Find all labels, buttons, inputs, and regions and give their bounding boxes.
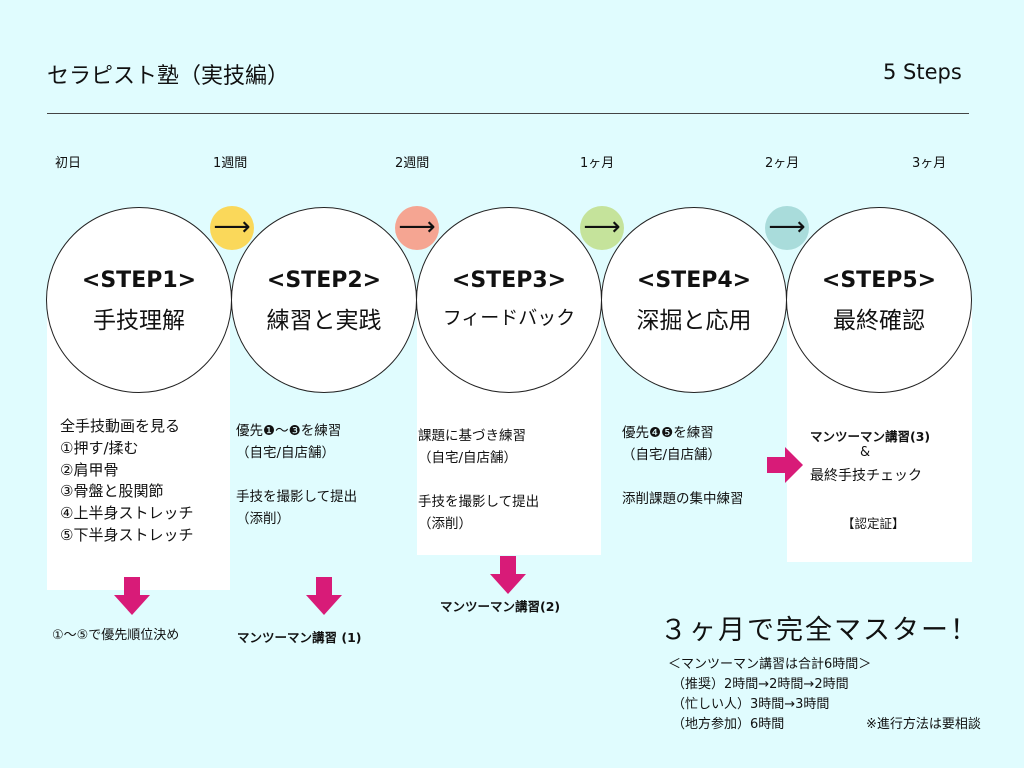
step5-amp: & [860,445,871,460]
arrow-right-icon: ⟶ [765,206,809,250]
step5-circle: <STEP5> 最終確認 [786,207,972,393]
summary-recommended: （推奨）2時間→2時間→2時間 [672,677,849,692]
arrow-down-icon [306,577,342,615]
step-name: 最終確認 [833,308,925,334]
step-name: フィードバック [442,307,576,329]
timeline-label: 2週間 [395,156,430,171]
summary-busy: （忙しい人）3時間→3時間 [672,697,830,712]
steps-count: 5 Steps [883,60,962,84]
page-title: セラピスト塾（実技編） [47,64,290,89]
timeline-label: 3ヶ月 [912,156,947,171]
step-label: <STEP2> [266,268,382,293]
arrow-down-icon [490,556,526,594]
arrow-right-icon: ⟶ [210,206,254,250]
divider [47,113,969,114]
session-2: マンツーマン講習(2) [440,599,561,614]
timeline-label: 1週間 [213,156,248,171]
timeline-label: 初日 [55,156,82,171]
step-name: 深掘と応用 [636,308,752,334]
arrow-right-icon [767,447,803,483]
timeline-label: 2ヶ月 [765,156,800,171]
summary-total: ＜マンツーマン講習は合計6時間＞ [668,657,872,672]
step-label: <STEP5> [821,268,937,293]
step3-circle: <STEP3> フィードバック [416,207,602,393]
step1-details: 全手技動画を見る ①押す/揉む ②肩甲骨 ③骨盤と股関節 ④上半身ストレッチ ⑤… [60,417,194,544]
step-label: <STEP4> [636,268,752,293]
summary-note: ※進行方法は要相談 [866,717,981,732]
arrow-down-icon [114,577,150,615]
step-name: 練習と実践 [266,308,382,334]
step5-session: マンツーマン講習(3) [810,429,931,444]
step5-check: 最終手技チェック [810,468,922,484]
arrow-right-icon: ⟶ [395,206,439,250]
step3-details: 課題に基づき練習 （自宅/自店舗） 手技を撮影して提出 （添削） [418,428,540,532]
step4-circle: <STEP4> 深掘と応用 [601,207,787,393]
session-1: マンツーマン講習 (1) [237,630,362,645]
timeline-label: 1ヶ月 [580,156,615,171]
step-name: 手技理解 [93,308,185,334]
summary-headline: ３ヶ月で完全マスター！ [660,615,979,646]
arrow-right-icon: ⟶ [580,206,624,250]
summary-remote: （地方参加）6時間 [672,717,785,732]
step-label: <STEP3> [451,268,567,293]
step1-after: ①〜⑤で優先順位決め [52,628,180,643]
step1-circle: <STEP1> 手技理解 [46,207,232,393]
step5-cert: 【認定証】 [842,516,905,531]
step2-circle: <STEP2> 練習と実践 [231,207,417,393]
step4-details: 優先❹❺を練習 （自宅/自店舗） 添削課題の集中練習 [622,425,744,507]
step2-details: 優先❶〜❸を練習 （自宅/自店舗） 手技を撮影して提出 （添削） [236,423,358,527]
step-label: <STEP1> [81,268,197,293]
